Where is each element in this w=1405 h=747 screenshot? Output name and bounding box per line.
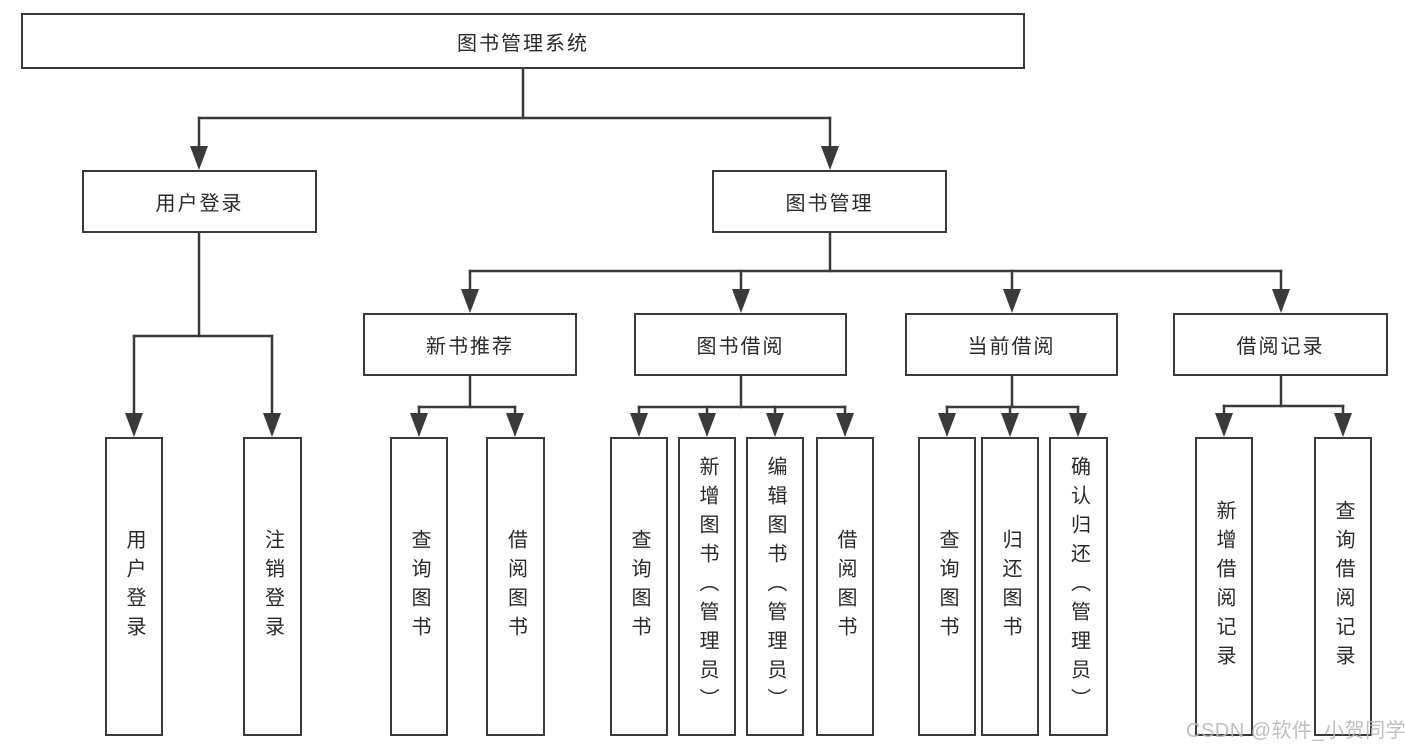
leaf-add-borrow-record: 新增借阅记录 — [1195, 437, 1253, 736]
leaf-confirm-return-admin: 确认归还（管理员） — [1049, 437, 1108, 736]
node-user-login: 用户登录 — [82, 170, 317, 233]
node-borrow-records-label: 借阅记录 — [1236, 336, 1325, 358]
node-book-management-label: 图书管理 — [785, 193, 874, 215]
node-library-system-label: 图书管理系统 — [457, 32, 589, 55]
node-current-borrow-label: 当前借阅 — [967, 336, 1056, 358]
leaf-edit-book-admin: 编辑图书（管理员） — [746, 437, 804, 736]
leaf-add-borrow-record-label: 新增借阅记录 — [1213, 499, 1235, 674]
node-library-system: 图书管理系统 — [21, 13, 1025, 69]
node-book-borrow: 图书借阅 — [634, 313, 847, 376]
leaf-query-borrow-record-label: 查询借阅记录 — [1332, 499, 1354, 674]
leaf-borrow-books-borrow-label: 借阅图书 — [834, 528, 856, 645]
leaf-borrow-books-recommend-label: 借阅图书 — [504, 528, 527, 645]
node-book-borrow-label: 图书借阅 — [696, 336, 785, 358]
node-current-borrow: 当前借阅 — [905, 313, 1118, 376]
leaf-return-book: 归还图书 — [981, 437, 1039, 736]
leaf-query-books-borrow-label: 查询图书 — [628, 528, 650, 645]
leaf-user-login: 用户登录 — [105, 437, 163, 736]
leaf-logout: 注销登录 — [243, 437, 302, 736]
node-book-management: 图书管理 — [712, 170, 947, 233]
leaf-return-book-label: 归还图书 — [999, 528, 1021, 645]
node-new-book-recommend-label: 新书推荐 — [426, 336, 514, 358]
leaf-edit-book-admin-label: 编辑图书（管理员） — [764, 456, 786, 717]
leaf-borrow-books-recommend: 借阅图书 — [486, 437, 545, 736]
leaf-query-books-recommend: 查询图书 — [390, 437, 448, 736]
leaf-query-books-current: 查询图书 — [918, 437, 976, 736]
csdn-watermark: CSDN @软件_小贺同学 — [1186, 720, 1405, 742]
node-new-book-recommend: 新书推荐 — [363, 313, 577, 376]
leaf-query-books-recommend-label: 查询图书 — [408, 528, 430, 645]
leaf-borrow-books-borrow: 借阅图书 — [816, 437, 874, 736]
leaf-add-book-admin: 新增图书（管理员） — [678, 437, 736, 736]
leaf-logout-label: 注销登录 — [261, 528, 284, 645]
leaf-user-login-label: 用户登录 — [123, 528, 145, 645]
leaf-query-books-borrow: 查询图书 — [610, 437, 668, 736]
leaf-query-books-current-label: 查询图书 — [936, 528, 958, 645]
leaf-confirm-return-admin-label: 确认归还（管理员） — [1067, 456, 1090, 717]
leaf-add-book-admin-label: 新增图书（管理员） — [696, 456, 718, 717]
leaf-query-borrow-record: 查询借阅记录 — [1314, 437, 1372, 736]
node-user-login-label: 用户登录 — [155, 193, 244, 215]
node-borrow-records: 借阅记录 — [1173, 313, 1388, 376]
